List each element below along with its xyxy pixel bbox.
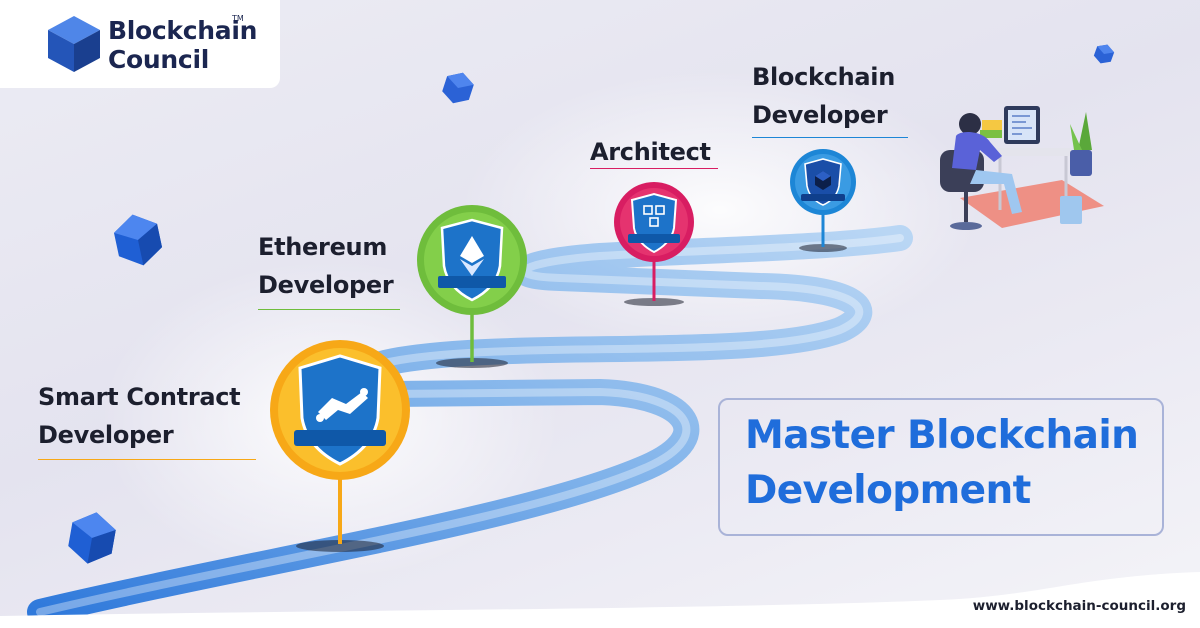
step-label-line1: Architect	[590, 138, 711, 166]
brand-logo[interactable]: Blockchain Council TM	[0, 0, 280, 88]
headline: Master Blockchain Development	[745, 408, 1139, 518]
pin-ethereum-developer	[417, 205, 527, 368]
trademark-mark: TM	[232, 14, 244, 23]
glow	[460, 70, 980, 350]
cube-icon	[1093, 44, 1115, 64]
step-label-architect: Architect	[590, 133, 711, 171]
brand-name-line1: Blockchain	[108, 16, 258, 45]
handshake-icon	[316, 388, 368, 422]
website-url[interactable]: www.blockchain-council.org	[972, 598, 1186, 614]
cube-logo-icon	[48, 16, 100, 72]
cube-icon	[442, 72, 474, 104]
step-label-line2: Developer	[258, 271, 394, 299]
pin-blockchain-developer	[790, 149, 856, 252]
certified-ribbon	[628, 234, 680, 243]
footer-wave	[0, 572, 1200, 628]
certified-ribbon	[294, 430, 386, 446]
brand-name-line2: Council	[108, 45, 209, 74]
cube-icon	[68, 512, 116, 564]
rug	[960, 180, 1104, 228]
road-highlight	[36, 234, 904, 616]
desk	[988, 148, 1076, 156]
developer-workstation-illustration	[940, 106, 1104, 230]
underline-pink	[590, 168, 718, 169]
winding-road	[27, 225, 913, 625]
trash-bin	[1060, 196, 1082, 224]
step-label-line1: Blockchain	[752, 63, 896, 91]
cube-icon	[815, 171, 831, 190]
headline-frame	[718, 398, 1164, 536]
step-label-line1: Smart Contract	[38, 383, 241, 411]
person	[959, 113, 981, 135]
step-label-line1: Ethereum	[258, 233, 388, 261]
ethereum-icon	[460, 236, 484, 276]
certified-ribbon	[801, 194, 845, 201]
brand-name: Blockchain Council	[108, 16, 257, 74]
step-label-line2: Developer	[752, 101, 888, 129]
block-network-icon	[643, 205, 665, 227]
step-label-blockchain-developer: Blockchain Developer	[752, 58, 895, 134]
underline-blue	[752, 137, 908, 138]
books	[982, 120, 1002, 130]
step-label-line2: Developer	[38, 421, 174, 449]
headline-line1: Master Blockchain	[745, 413, 1139, 458]
headline-line2: Development	[745, 468, 1031, 513]
pin-smart-contract-developer	[270, 340, 410, 552]
certified-ribbon	[438, 276, 506, 288]
pin-architect	[614, 182, 694, 306]
plant-icon	[1078, 112, 1092, 150]
underline-orange	[38, 459, 256, 460]
step-label-smart-contract-developer: Smart Contract Developer	[38, 378, 241, 454]
step-label-ethereum-developer: Ethereum Developer	[258, 228, 394, 304]
cube-icon	[113, 214, 163, 266]
underline-green	[258, 309, 400, 310]
